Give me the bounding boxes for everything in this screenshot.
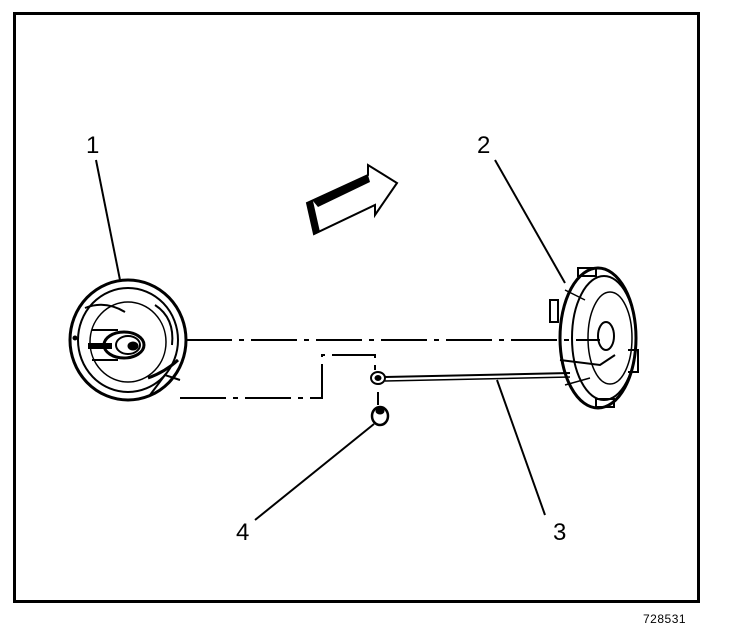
callout-2: 2 (477, 132, 490, 159)
direction-arrow (305, 163, 399, 236)
lower-wire (180, 354, 376, 399)
part-3-cable (370, 371, 571, 385)
part-2-right-assembly (549, 266, 639, 410)
part-4-fastener (370, 392, 390, 427)
diagram-frame (13, 12, 700, 603)
part-1-left-assembly (68, 278, 188, 402)
callout-3: 3 (553, 519, 566, 546)
figure-id-label: 728531 (643, 612, 687, 626)
leader-lines (95, 159, 566, 521)
callout-1: 1 (86, 132, 99, 159)
callout-4: 4 (236, 519, 249, 546)
